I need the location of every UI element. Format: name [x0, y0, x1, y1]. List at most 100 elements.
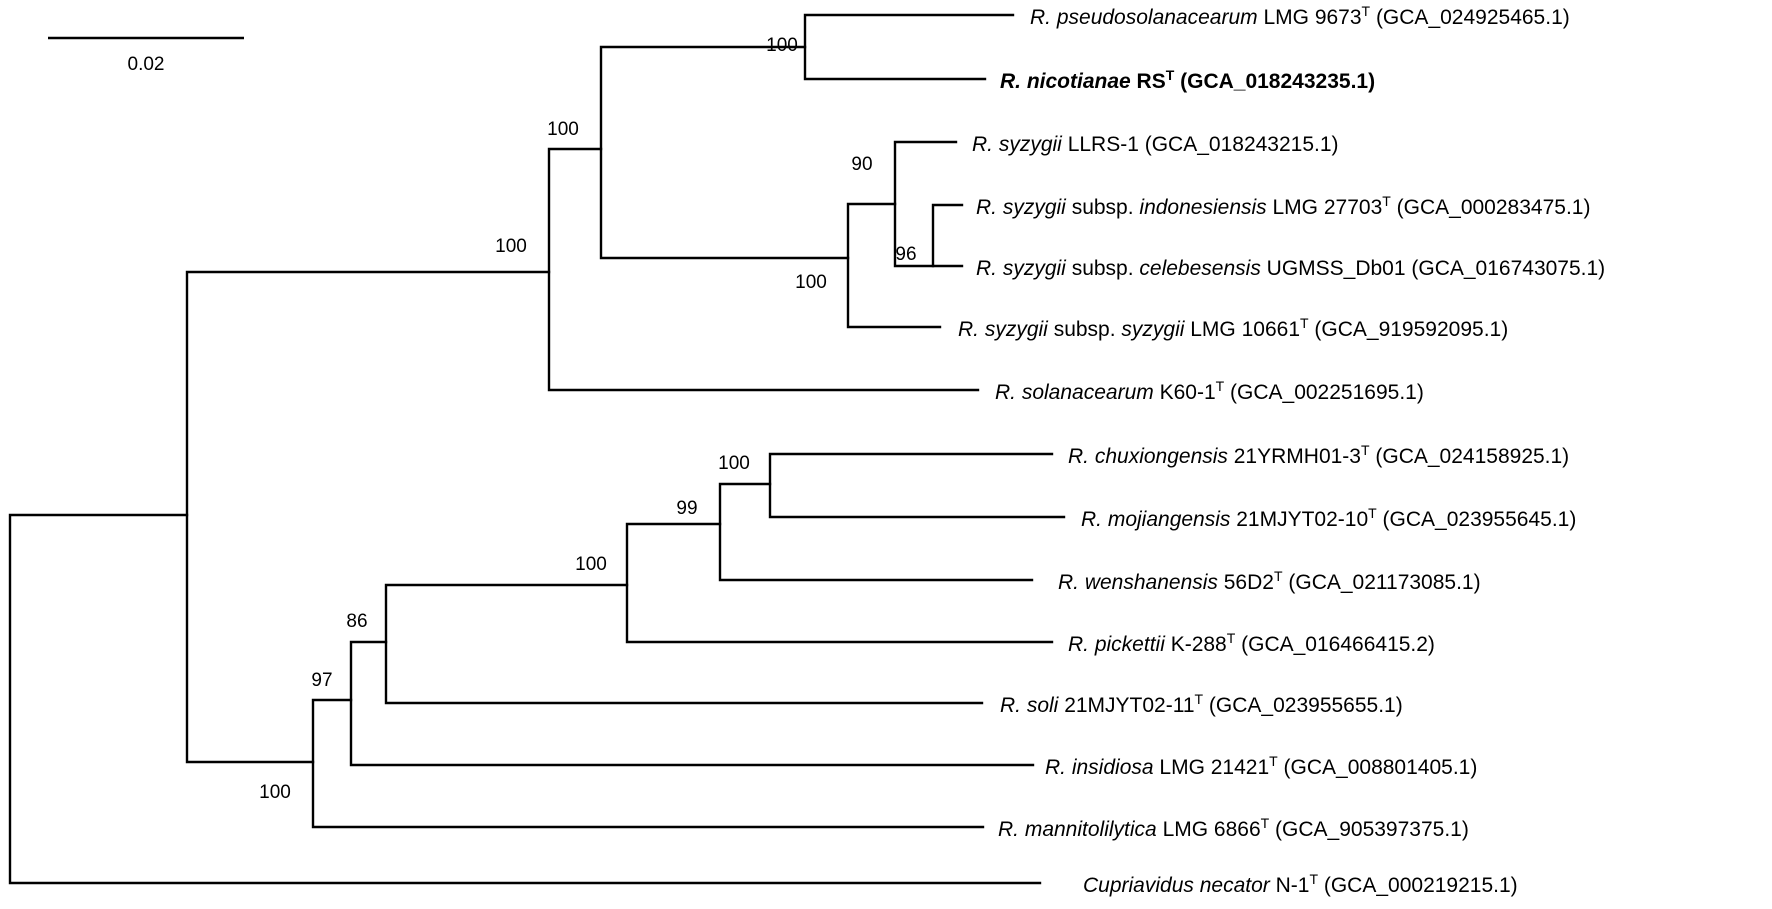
taxon-name-italic: R. insidiosa	[1045, 756, 1154, 779]
scale-bar-label: 0.02	[128, 54, 165, 75]
type-strain-mark: T	[1195, 691, 1204, 707]
taxon-text: LMG 6866	[1157, 818, 1261, 841]
type-strain-mark: T	[1382, 193, 1391, 209]
taxon-name-italic: R. mannitolilytica	[998, 818, 1157, 841]
taxon-text: LMG 27703	[1267, 196, 1383, 219]
taxon-text: 21MJYT02-10	[1230, 508, 1368, 531]
type-strain-mark: T	[1361, 442, 1370, 458]
taxon-label: R. solanacearum K60-1T (GCA_002251695.1)	[995, 378, 1424, 404]
bootstrap-value: 100	[547, 119, 579, 140]
branch-lower-clade	[311, 698, 985, 829]
taxon-text: 21MJYT02-11	[1058, 694, 1194, 717]
scale-bar: 0.02	[48, 36, 244, 75]
taxon-text: K-288	[1165, 633, 1227, 656]
taxon-name-italic: Cupriavidus necator	[1083, 874, 1271, 897]
type-strain-mark: T	[1227, 630, 1236, 646]
taxon-text: (GCA_016466415.2)	[1235, 633, 1435, 656]
taxon-name-italic: R. syzygii	[972, 133, 1063, 156]
taxon-name-italic: celebesensis	[1139, 257, 1261, 280]
taxon-label: R. syzygii LLRS-1 (GCA_018243215.1)	[972, 133, 1339, 156]
taxon-text: subsp.	[1066, 196, 1140, 219]
bootstrap-value: 96	[895, 244, 916, 265]
taxon-text: UGMSS_Db01 (GCA_016743075.1)	[1261, 257, 1605, 280]
taxon-text: (GCA_021173085.1)	[1283, 571, 1481, 594]
branch-upper-a	[599, 45, 850, 260]
taxon-name-italic: R. pseudosolanacearum	[1030, 6, 1258, 29]
bootstrap-value: 100	[718, 453, 750, 474]
tree-branches	[8, 13, 1066, 885]
bootstrap-value: 86	[346, 611, 367, 632]
branch-chux-moji	[768, 452, 1066, 519]
taxon-label: R. syzygii subsp. syzygii LMG 10661T (GC…	[958, 315, 1508, 341]
taxon-name-italic: indonesiensis	[1139, 196, 1267, 219]
type-strain-mark: T	[1368, 505, 1377, 521]
taxon-text: (GCA_000219215.1)	[1318, 874, 1518, 897]
branch-chux-pick	[625, 522, 1054, 644]
branch-chux-soli	[384, 583, 984, 705]
branch-upper-clade	[547, 147, 980, 392]
taxon-name-italic: R. mojiangensis	[1081, 508, 1231, 531]
bootstrap-value: 99	[676, 498, 697, 519]
bootstrap-value: 90	[851, 154, 872, 175]
taxon-text: LMG 10661	[1184, 318, 1300, 341]
taxon-name-italic: R. chuxiongensis	[1068, 445, 1228, 468]
taxon-label: R. nicotianae RST (GCA_018243235.1)	[1000, 67, 1375, 93]
taxon-text: (GCA_000283475.1)	[1391, 196, 1591, 219]
bootstrap-value: 100	[495, 236, 527, 257]
bootstrap-value: 100	[795, 272, 827, 293]
type-strain-mark: T	[1269, 753, 1278, 769]
taxon-text: (GCA_023955645.1)	[1377, 508, 1577, 531]
taxon-name-italic: R. syzygii	[958, 318, 1049, 341]
taxon-text: (GCA_008801405.1)	[1278, 756, 1478, 779]
taxon-label: R. mojiangensis 21MJYT02-10T (GCA_023955…	[1081, 505, 1576, 531]
branch-chux-insid	[349, 640, 1035, 767]
taxon-name-italic: R. soli	[1000, 694, 1060, 717]
taxon-text: (GCA_905397375.1)	[1269, 818, 1469, 841]
type-strain-mark: T	[1166, 67, 1175, 83]
branch-chux-wensh	[718, 482, 1034, 582]
taxon-label: R. syzygii subsp. indonesiensis LMG 2770…	[976, 193, 1590, 219]
taxon-text: subsp.	[1066, 257, 1140, 280]
taxon-name-italic: R. wenshanensis	[1058, 571, 1218, 594]
taxon-text: (GCA_002251695.1)	[1224, 381, 1424, 404]
type-strain-mark: T	[1300, 315, 1309, 331]
branch-pseudo-nicot	[803, 13, 1015, 81]
taxon-name-italic: R. solanacearum	[995, 381, 1154, 404]
taxon-text: (GCA_024925465.1)	[1370, 6, 1570, 29]
taxon-text: (GCA_919592095.1)	[1309, 318, 1509, 341]
taxon-text: LLRS-1 (GCA_018243215.1)	[1062, 133, 1339, 156]
taxon-text: (GCA_023955655.1)	[1203, 694, 1403, 717]
taxon-name-italic: R. nicotianae	[1000, 70, 1131, 93]
taxon-text: subsp.	[1048, 318, 1122, 341]
branch-syzygii	[846, 202, 942, 329]
taxon-label: Cupriavidus necator N-1T (GCA_000219215.…	[1083, 871, 1518, 897]
taxon-label: R. insidiosa LMG 21421T (GCA_008801405.1…	[1045, 753, 1477, 779]
type-strain-mark: T	[1309, 871, 1318, 887]
taxon-label: R. mannitolilytica LMG 6866T (GCA_905397…	[998, 815, 1469, 841]
type-strain-mark: T	[1274, 568, 1283, 584]
branch-indo-celeb	[931, 203, 964, 268]
type-strain-mark: T	[1216, 378, 1225, 394]
taxon-text: LMG 9673	[1258, 6, 1362, 29]
taxon-text: K60-1	[1154, 381, 1216, 404]
taxon-text: RS	[1131, 70, 1166, 93]
taxon-label: R. pickettii K-288T (GCA_016466415.2)	[1068, 630, 1435, 656]
taxon-label: R. wenshanensis 56D2T (GCA_021173085.1)	[1058, 568, 1481, 594]
branch-ingroup	[185, 270, 551, 764]
bootstrap-value: 100	[259, 782, 291, 803]
branch-root	[8, 513, 1042, 885]
taxon-label: R. syzygii subsp. celebesensis UGMSS_Db0…	[976, 257, 1605, 280]
taxon-name-italic: R. pickettii	[1068, 633, 1166, 656]
taxon-text: LMG 21421	[1154, 756, 1270, 779]
bootstrap-value: 97	[311, 670, 332, 691]
taxon-text: 21YRMH01-3	[1228, 445, 1361, 468]
taxon-name-italic: R. syzygii	[976, 196, 1067, 219]
type-strain-mark: T	[1362, 3, 1371, 19]
taxon-text: N-1	[1270, 874, 1310, 897]
taxon-label: R. pseudosolanacearum LMG 9673T (GCA_024…	[1030, 3, 1570, 29]
bootstrap-value: 100	[575, 554, 607, 575]
taxon-name-italic: R. syzygii	[976, 257, 1067, 280]
taxon-text: (GCA_024158925.1)	[1370, 445, 1570, 468]
bootstrap-value: 100	[766, 35, 798, 56]
